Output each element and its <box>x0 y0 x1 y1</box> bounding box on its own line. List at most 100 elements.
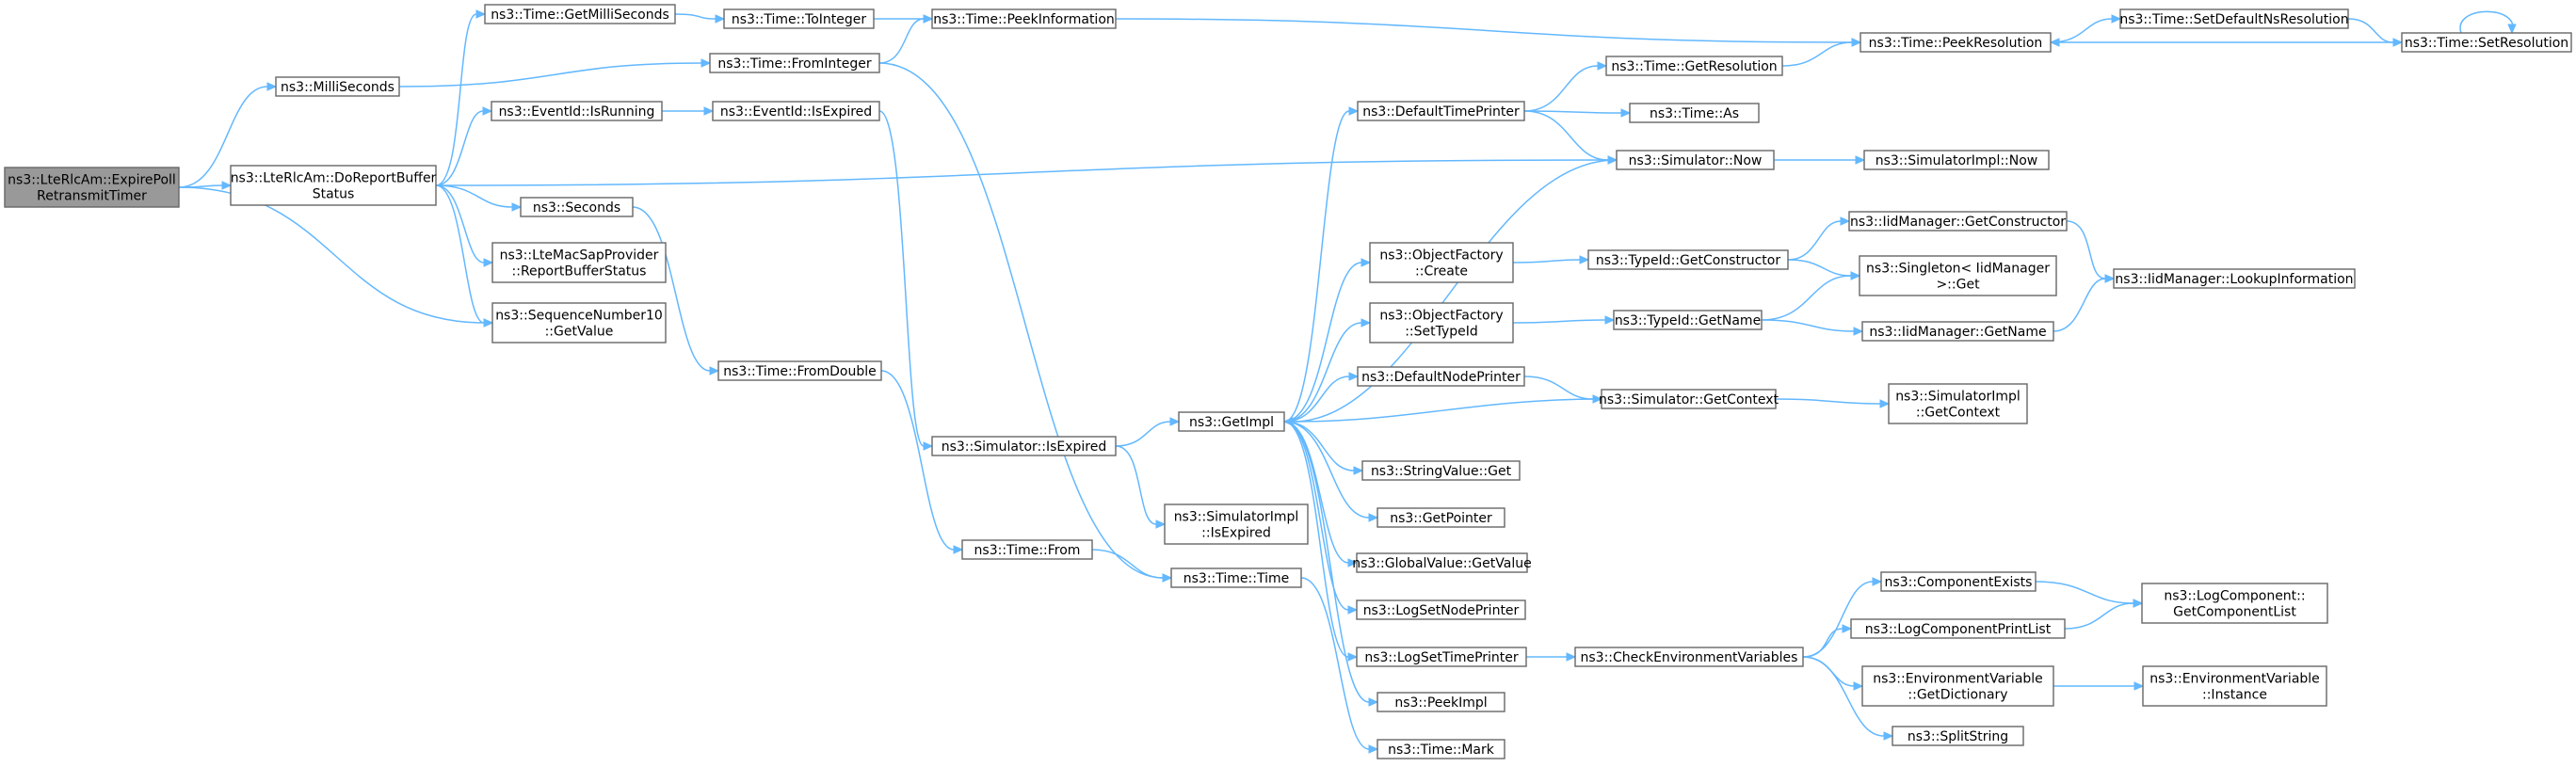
node-millisec[interactable]: ns3::MilliSeconds <box>275 76 400 97</box>
node-label: ns3::Time::PeekInformation <box>933 12 1115 27</box>
node-getmilli[interactable]: ns3::Time::GetMilliSeconds <box>484 4 676 24</box>
node-getimpl[interactable]: ns3::GetImpl <box>1178 411 1285 432</box>
edge-simexpired-to-simimplexpired <box>1115 445 1167 529</box>
node-getname[interactable]: ns3::TypeId::GetName <box>1613 310 1763 330</box>
node-compdetlist[interactable]: ns3::LogComponent::GetComponentList <box>2141 583 2328 624</box>
edge-arrowhead <box>1883 731 1894 741</box>
edge-arrowhead <box>1360 318 1372 328</box>
node-label: GetComponentList <box>2173 605 2296 620</box>
node-label: ns3::TypeId::GetConstructor <box>1596 253 1780 268</box>
node-simexpired[interactable]: ns3::Simulator::IsExpired <box>931 436 1117 456</box>
edge-line <box>178 86 268 188</box>
node-frominteger[interactable]: ns3::Time::FromInteger <box>709 53 880 73</box>
edge-line <box>1523 65 1599 112</box>
edge-arrowhead <box>2111 14 2122 24</box>
node-label: ns3::Singleton< IidManager <box>1866 262 2050 277</box>
edge-line <box>1283 376 1350 423</box>
node-label: ns3::LteMacSapProvider <box>500 248 659 264</box>
node-box <box>1850 618 2066 639</box>
node-report[interactable]: ns3::LteMacSapProvider::ReportBufferStat… <box>491 242 667 283</box>
node-seqget[interactable]: ns3::SequenceNumber10::GetValue <box>491 302 667 344</box>
node-label: ns3::DefaultTimePrinter <box>1362 104 1520 120</box>
node-defaulttime[interactable]: ns3::DefaultTimePrinter <box>1357 101 1525 121</box>
node-simimplexpired[interactable]: ns3::SimulatorImpl::IsExpired <box>1164 503 1309 545</box>
node-ofcreate[interactable]: ns3::ObjectFactory::Create <box>1369 242 1514 283</box>
node-setres[interactable]: ns3::Time::SetResolution <box>2401 32 2572 53</box>
node-evexpired[interactable]: ns3::EventId::IsExpired <box>712 101 880 121</box>
node-seconds[interactable]: ns3::Seconds <box>520 197 634 217</box>
edge-line <box>1761 319 1855 332</box>
edge-line <box>435 184 485 324</box>
node-peekinfo[interactable]: ns3::Time::PeekInformation <box>931 8 1117 29</box>
node-box <box>723 8 875 29</box>
node-split[interactable]: ns3::SplitString <box>1892 726 2024 746</box>
node-stringget[interactable]: ns3::StringValue::Get <box>1361 460 1521 481</box>
node-box <box>2401 32 2572 53</box>
node-label: ns3::Seconds <box>533 200 620 216</box>
node-isrunning[interactable]: ns3::EventId::IsRunning <box>491 101 663 121</box>
edge-printlist-to-compdetlist <box>2064 599 2144 630</box>
node-label: ns3::SimulatorImpl <box>1174 510 1299 525</box>
node-iidname[interactable]: ns3::IidManager::GetName <box>1861 321 2054 342</box>
node-setdefaultns[interactable]: ns3::Time::SetDefaultNsResolution <box>2119 8 2349 29</box>
node-label: ns3::ObjectFactory <box>1379 248 1503 264</box>
edge-arrowhead <box>1162 573 1173 583</box>
node-box <box>1605 56 1783 76</box>
node-label: >::Get <box>1936 278 1980 293</box>
node-box <box>961 539 1093 560</box>
node-globalget[interactable]: ns3::GlobalValue::GetValue <box>1352 552 1532 573</box>
node-lognode[interactable]: ns3::LogSetNodePrinter <box>1356 599 1526 620</box>
node-box <box>709 53 880 73</box>
node-printlist[interactable]: ns3::LogComponentPrintList <box>1850 618 2066 639</box>
edge-evexpired-to-simexpired <box>878 110 934 451</box>
edge-arrowhead <box>1348 372 1360 381</box>
node-checkenv[interactable]: ns3::CheckEnvironmentVariables <box>1574 647 1804 667</box>
node-getctor[interactable]: ns3::TypeId::GetConstructor <box>1587 249 1789 270</box>
node-peekres[interactable]: ns3::Time::PeekResolution <box>1860 32 2052 53</box>
node-peekimpl[interactable]: ns3::PeekImpl <box>1377 692 1505 712</box>
edge-arrowhead <box>266 82 278 91</box>
edge-arrowhead <box>700 58 712 68</box>
edge-arrowhead <box>1566 652 1577 662</box>
node-singleton[interactable]: ns3::Singleton< IidManager >::Get <box>1859 255 2057 296</box>
node-from[interactable]: ns3::Time::From <box>961 539 1093 560</box>
edge-ofsettype-to-getname <box>1512 315 1616 325</box>
edge-arrowhead <box>1368 697 1379 707</box>
node-fromdouble[interactable]: ns3::Time::FromDouble <box>717 360 882 381</box>
node-iidctor[interactable]: ns3::IidManager::GetConstructor <box>1848 211 2068 232</box>
node-label: ns3::Time::SetResolution <box>2405 36 2568 51</box>
edge-arrowhead <box>1840 216 1851 226</box>
edge-arrowhead <box>2133 599 2144 608</box>
edge-arrowhead <box>923 441 934 451</box>
node-compexists[interactable]: ns3::ComponentExists <box>1880 571 2037 592</box>
node-time[interactable]: ns3::Time::Time <box>1170 567 1302 588</box>
edge-arrowhead <box>2133 681 2145 691</box>
node-label: ns3::SplitString <box>1908 729 2008 744</box>
node-defaultnode[interactable]: ns3::DefaultNodePrinter <box>1357 366 1525 387</box>
edge-line <box>2035 581 2134 604</box>
node-box <box>491 242 667 283</box>
node-logtime[interactable]: ns3::LogSetTimePrinter <box>1356 647 1527 667</box>
edge-arrowhead <box>1347 652 1359 662</box>
node-mark[interactable]: ns3::Time::Mark <box>1377 739 1505 759</box>
node-label: ns3::Time::GetResolution <box>1611 59 1777 74</box>
edge-getmilli-to-tointeger <box>674 13 726 24</box>
node-implnow[interactable]: ns3::SimulatorImpl::Now <box>1863 150 2050 170</box>
node-tointeger[interactable]: ns3::Time::ToInteger <box>723 8 875 29</box>
node-getres[interactable]: ns3::Time::GetResolution <box>1605 56 1783 76</box>
node-simnow[interactable]: ns3::Simulator::Now <box>1616 150 1775 170</box>
edge-getimpl-to-defaulttime <box>1283 106 1360 423</box>
node-as[interactable]: ns3::Time::As <box>1629 103 1760 123</box>
node-ofsettype[interactable]: ns3::ObjectFactory::SetTypeId <box>1369 302 1514 344</box>
edge-arrowhead <box>2104 274 2116 283</box>
node-getpointer[interactable]: ns3::GetPointer <box>1377 507 1505 528</box>
edge-line <box>435 184 513 208</box>
node-getcontext[interactable]: ns3::Simulator::GetContext <box>1599 389 1779 409</box>
node-envdict[interactable]: ns3::EnvironmentVariable::GetDictionary <box>1861 665 2054 707</box>
node-implctx[interactable]: ns3::SimulatorImpl::GetContext <box>1888 383 2028 424</box>
edge-arrowhead <box>953 545 964 554</box>
node-lookup[interactable]: ns3::IidManager::LookupInformation <box>2113 268 2356 289</box>
node-envinst[interactable]: ns3::EnvironmentVariable::Instance <box>2142 665 2327 707</box>
